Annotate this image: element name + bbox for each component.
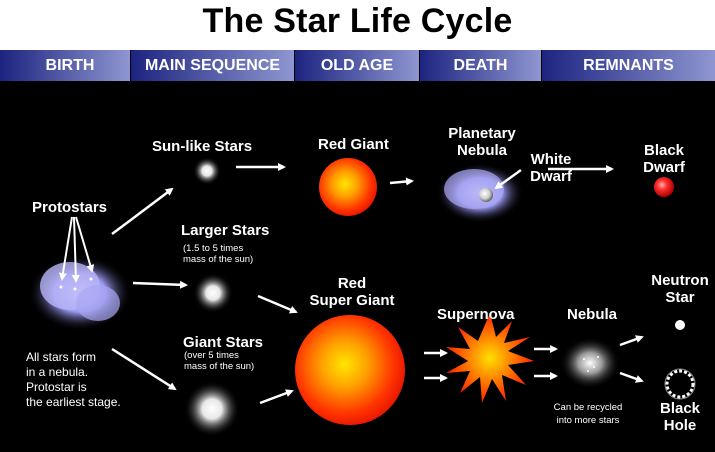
label-planetary-nebula-2: Nebula [456,142,507,159]
protostar-nebula [28,255,132,331]
note-giant-1: (over 5 times [184,350,239,361]
label-neutron-star-2: Star [665,289,695,306]
title-bar: The Star Life Cycle [0,0,715,50]
stage-remnants: REMNANTS [583,57,674,74]
stage-birth: BIRTH [45,57,95,74]
label-black-hole-2: Hole [663,417,697,434]
label-black-dwarf-1: Black [643,142,685,159]
note-giant-2: mass of the sun) [184,361,255,372]
stage-old-age: OLD AGE [320,57,394,74]
label-nebula: Nebula [567,306,618,323]
neutron-star [675,320,685,330]
note-birth-2: in a nebula. [26,365,89,379]
diagram-graphics [28,157,696,437]
note-birth-1: All stars form [26,350,97,364]
label-white-dwarf-2: Dwarf [530,168,572,185]
label-black-dwarf-2: Dwarf [643,159,685,176]
diagram: Protostars Sun-like Stars Larger Stars (… [0,81,715,452]
protostar-pointers [59,216,95,283]
label-white-dwarf-1: White [530,151,572,168]
page-title: The Star Life Cycle [202,2,513,40]
label-neutron-star-1: Neutron [651,272,709,289]
label-protostars: Protostars [32,199,108,216]
label-planetary-nebula-1: Planetary [448,125,516,142]
supernova-burst [446,313,534,403]
note-recycle-2: into more stars [556,415,620,426]
sun-like-star [193,157,221,185]
label-red-super-giant-1: Red [337,275,367,292]
stage-bar: BIRTH MAIN SEQUENCE OLD AGE DEATH REMNAN… [0,50,715,81]
label-black-hole-1: Black [659,400,701,417]
red-giant [319,158,377,216]
note-birth-3: Protostar is [26,380,87,394]
recycle-nebula [560,337,620,389]
label-giant-stars: Giant Stars [183,334,264,351]
stage-death: DEATH [453,57,508,74]
note-birth-4: the earliest stage. [26,395,121,409]
flow-arrows [111,163,644,405]
note-recycle-1: Can be recycled [553,402,623,413]
red-super-giant [295,315,405,425]
label-sun-like-stars: Sun-like Stars [152,138,253,155]
note-larger-2: mass of the sun) [183,254,254,265]
black-dwarf-star [654,177,674,197]
stage-main-sequence: MAIN SEQUENCE [144,57,281,74]
stage-bar-background [0,50,715,81]
larger-star [193,273,233,313]
label-supernova: Supernova [437,306,515,323]
black-hole [664,368,696,400]
note-larger-1: (1.5 to 5 times [183,243,244,254]
label-larger-stars: Larger Stars [181,222,270,239]
label-red-giant: Red Giant [318,136,389,153]
label-red-super-giant-2: Super Giant [309,292,395,309]
white-dwarf-star [479,188,493,202]
giant-star [184,381,240,437]
